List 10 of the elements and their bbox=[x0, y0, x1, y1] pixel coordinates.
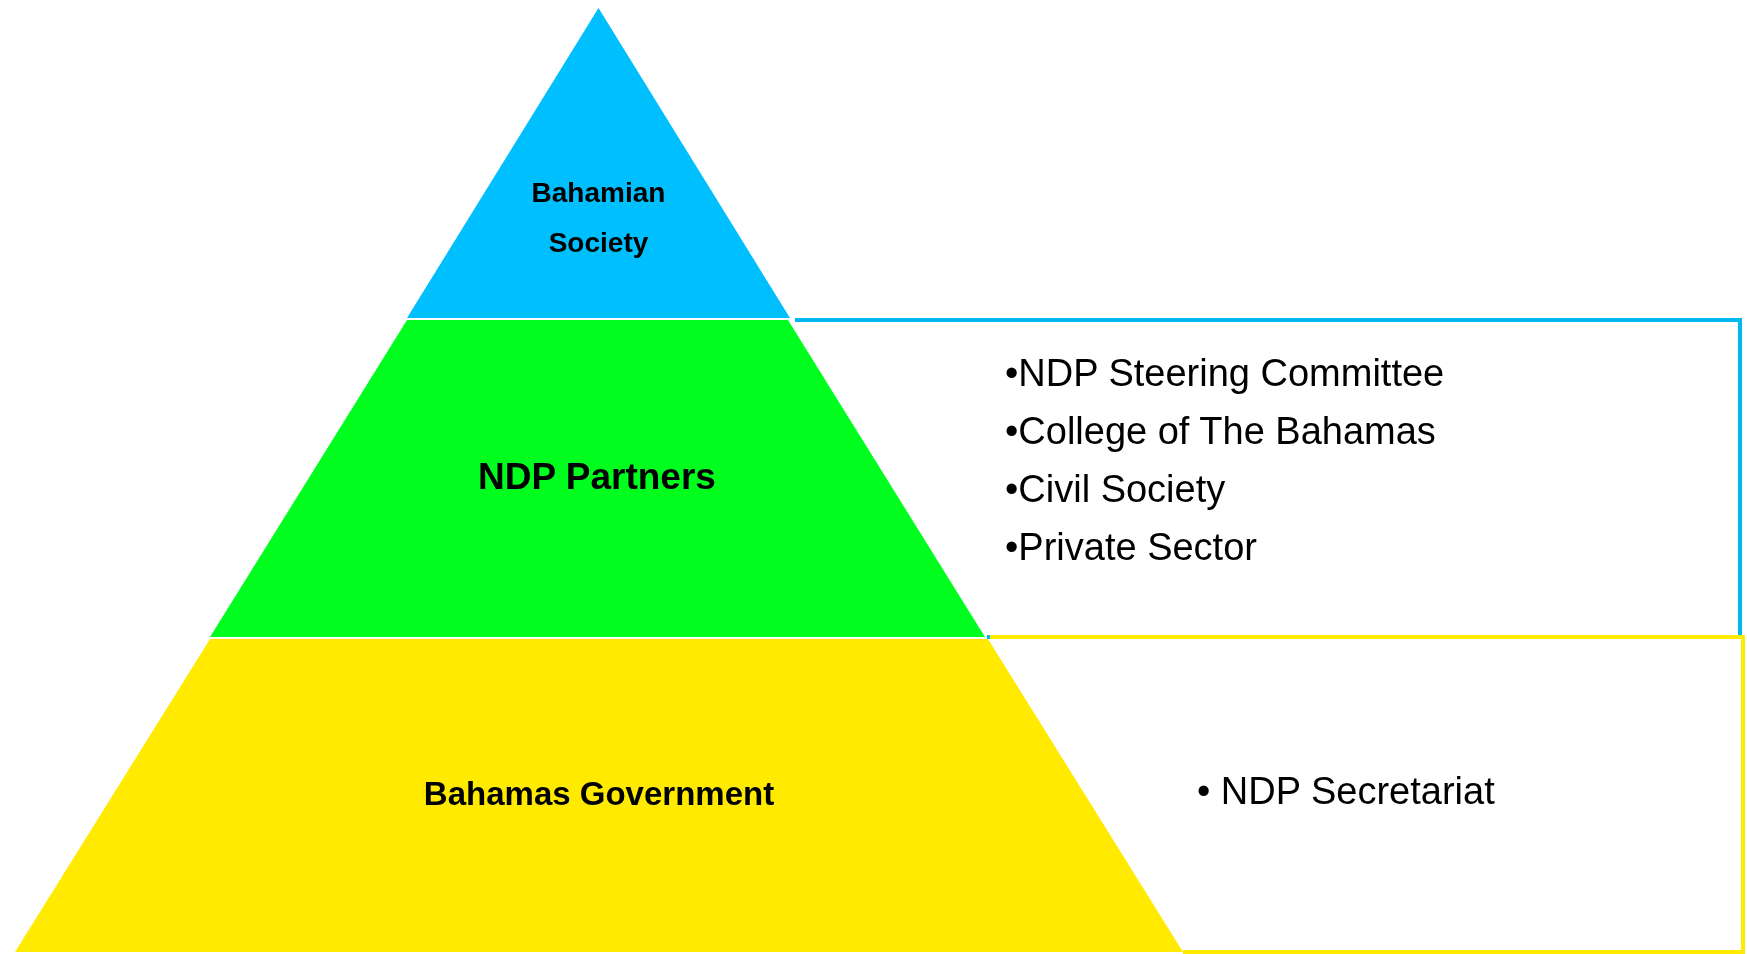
list-panel bbox=[987, 318, 1742, 639]
bullet-item: •College of The Bahamas bbox=[1005, 409, 1437, 454]
bullet-item: •NDP Steering Committee bbox=[1005, 351, 1445, 396]
list-panel bbox=[1185, 635, 1745, 954]
tier-label: Bahamian Society bbox=[530, 175, 667, 260]
bullet-item: •Private Sector bbox=[1005, 525, 1258, 570]
tier-label: Bahamas Government bbox=[422, 774, 776, 815]
tier-label: NDP Partners bbox=[477, 454, 717, 499]
bullet-item: •Civil Society bbox=[1005, 467, 1227, 512]
bullet-item: • NDP Secretariat bbox=[1197, 769, 1495, 814]
